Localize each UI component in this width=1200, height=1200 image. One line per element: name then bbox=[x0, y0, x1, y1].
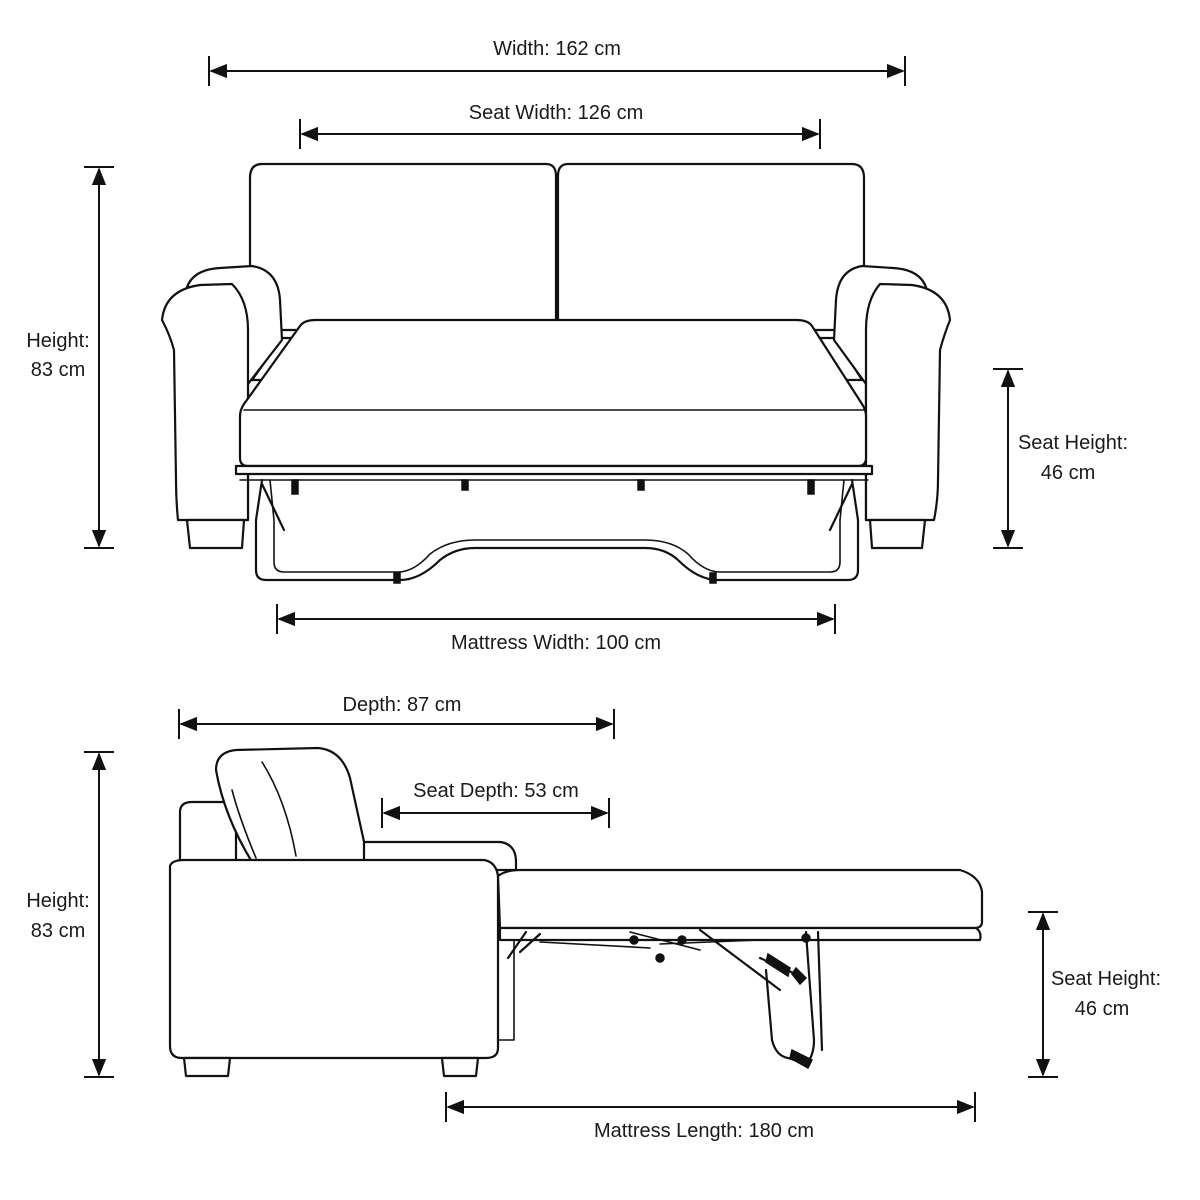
bed-leg-frame bbox=[254, 478, 860, 582]
height-dimension: Height: 83 cm bbox=[26, 166, 114, 549]
side-height-value: 83 cm bbox=[31, 920, 85, 942]
sofa-side-drawing bbox=[168, 746, 984, 1078]
bed-frame-rail bbox=[234, 464, 874, 476]
mattress-width-dimension: Mattress Width: 100 cm bbox=[276, 604, 836, 654]
seat-depth-dimension: Seat Depth: 53 cm bbox=[381, 780, 610, 828]
seat-width-label: Seat Width: 126 cm bbox=[469, 102, 644, 124]
mattress bbox=[238, 318, 868, 468]
right-back-cushion bbox=[556, 162, 866, 332]
side-back-foot bbox=[182, 1056, 232, 1078]
side-mattress bbox=[496, 868, 984, 930]
side-folding-leg bbox=[804, 930, 816, 1066]
side-bed-rail bbox=[498, 926, 982, 942]
seat-height-dimension: Seat Height: 46 cm bbox=[993, 368, 1128, 549]
sofa-front-drawing bbox=[160, 162, 952, 584]
seat-depth-label: Seat Depth: 53 cm bbox=[413, 780, 579, 802]
depth-dimension: Depth: 87 cm bbox=[178, 694, 615, 739]
side-height-label: Height: bbox=[26, 890, 89, 912]
side-arm bbox=[168, 858, 500, 1060]
height-value: 83 cm bbox=[31, 359, 85, 381]
seat-width-dimension: Seat Width: 126 cm bbox=[299, 102, 821, 149]
left-foot bbox=[185, 518, 246, 550]
mattress-length-label: Mattress Length: 180 cm bbox=[594, 1120, 814, 1142]
side-seat-height-dimension: Seat Height: 46 cm bbox=[1028, 911, 1161, 1078]
front-view: Width: 162 cm Seat Width: 126 cm Height:… bbox=[26, 38, 1128, 654]
depth-label: Depth: 87 cm bbox=[343, 694, 462, 716]
height-label: Height: bbox=[26, 330, 89, 352]
side-front-foot bbox=[440, 1056, 480, 1078]
width-dimension: Width: 162 cm bbox=[208, 38, 906, 86]
left-back-cushion bbox=[248, 162, 558, 332]
mattress-length-dimension: Mattress Length: 180 cm bbox=[445, 1092, 976, 1142]
width-label: Width: 162 cm bbox=[493, 38, 621, 60]
side-seat-height-label: Seat Height: bbox=[1051, 968, 1161, 990]
side-view: Depth: 87 cm Seat Depth: 53 cm Height: 8… bbox=[26, 694, 1161, 1142]
right-foot bbox=[868, 518, 927, 550]
seat-height-label: Seat Height: bbox=[1018, 432, 1128, 454]
side-back-cushion bbox=[214, 746, 370, 864]
side-seat-height-value: 46 cm bbox=[1075, 998, 1129, 1020]
seat-height-value: 46 cm bbox=[1041, 462, 1095, 484]
mattress-width-label: Mattress Width: 100 cm bbox=[451, 632, 661, 654]
side-height-dimension: Height: 83 cm bbox=[26, 751, 114, 1078]
